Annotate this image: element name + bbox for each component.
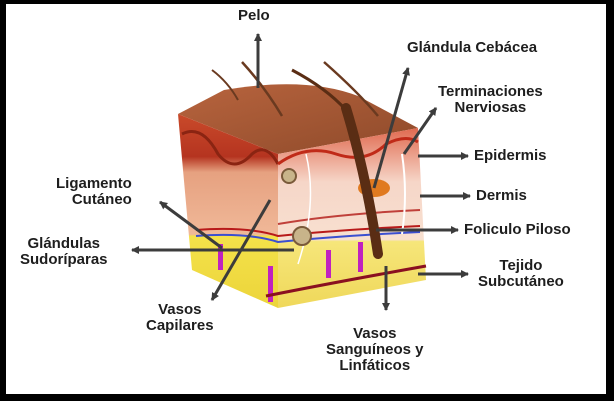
skin-diagram bbox=[131, 33, 471, 311]
diagram-frame: Pelo Glándula Cebácea Terminaciones Nerv… bbox=[6, 4, 606, 394]
fat-vessel bbox=[218, 244, 223, 270]
blood-vessel-deep bbox=[265, 264, 427, 298]
fat-vessel bbox=[358, 242, 363, 272]
label-ligamento-cutaneo: Ligamento Cutáneo bbox=[56, 175, 132, 208]
arrows bbox=[131, 33, 471, 311]
skin-side-face bbox=[278, 128, 426, 308]
label-epidermis: Epidermis bbox=[474, 147, 547, 164]
hair-shaft bbox=[211, 69, 239, 101]
fat-vessel bbox=[268, 266, 273, 302]
label-vasos-capilares: Vasos Capilares bbox=[146, 301, 214, 334]
label-glandulas-sudoriparas: Glándulas Sudoríparas bbox=[20, 235, 108, 268]
hair-follicle bbox=[341, 103, 383, 259]
epidermis-wave bbox=[181, 130, 280, 166]
fat-vessel bbox=[326, 250, 331, 278]
nerve-fiber bbox=[297, 153, 312, 265]
hair-shaft bbox=[291, 68, 348, 112]
arrow-ligamento bbox=[159, 200, 223, 250]
label-foliculo-piloso: Foliculo Piloso bbox=[464, 221, 571, 238]
label-vasos-sanguineos: Vasos Sanguíneos y Linfáticos bbox=[326, 325, 424, 374]
sweat-gland bbox=[281, 168, 297, 184]
skin-front-face bbox=[178, 114, 278, 308]
hair-shaft bbox=[241, 61, 284, 117]
subcutaneous-line bbox=[277, 209, 421, 225]
label-terminaciones-nerviosas: Terminaciones Nerviosas bbox=[438, 83, 543, 116]
label-pelo: Pelo bbox=[238, 7, 270, 24]
sweat-gland bbox=[292, 226, 312, 246]
arrow-glandula-cebacea bbox=[372, 67, 410, 189]
label-tejido-subcutaneo: Tejido Subcutáneo bbox=[478, 257, 564, 290]
label-glandula-cebacea: Glándula Cebácea bbox=[407, 39, 538, 56]
label-dermis: Dermis bbox=[476, 187, 527, 204]
nerve-fiber bbox=[401, 153, 406, 235]
arrow-terminaciones bbox=[402, 107, 438, 155]
skin-block bbox=[178, 61, 427, 308]
hair-shaft bbox=[323, 61, 379, 117]
